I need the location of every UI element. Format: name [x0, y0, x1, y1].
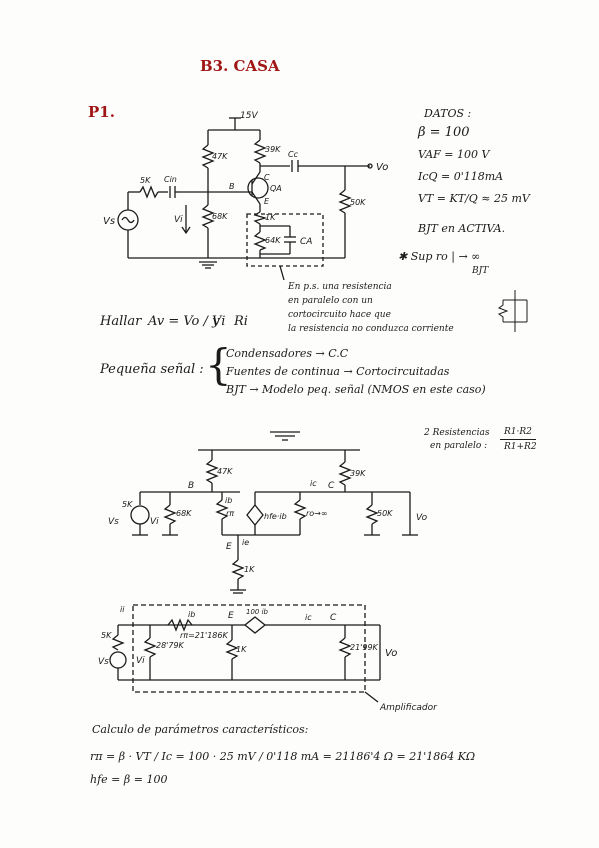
c2-r47k-label: 47K	[217, 467, 233, 476]
icq-value: IcQ = 0'118mA	[418, 170, 504, 183]
vaf-value: VAF = 100 V	[418, 148, 490, 161]
note-line-1: En p.s. una resistencia	[288, 282, 392, 292]
parallel-fraction-bar	[500, 439, 536, 440]
small-signal-item-2: Fuentes de continua → Cortocircuitadas	[226, 365, 450, 378]
small-signal-label: Pequeña señal :	[100, 362, 204, 377]
small-signal-item-3: BJT → Modelo peq. señal (NMOS en este ca…	[226, 383, 486, 396]
c2-r39k-label: 39K	[350, 469, 366, 478]
c3-collector-label: C	[330, 613, 337, 623]
ro-assumption-sub: BJT	[472, 266, 489, 276]
beta-value: β = 100	[418, 125, 470, 140]
parallel-formula-den: R1+R2	[504, 442, 537, 452]
ri-label: Ri	[234, 314, 248, 329]
note-line-4: la resistencia no conduzca corriente	[288, 324, 454, 334]
c2-r5k-label: 5K	[122, 500, 133, 509]
parallel-formula-num: R1·R2	[504, 427, 532, 437]
r47k-label: 47K	[212, 152, 228, 161]
parallel-label-1: 2 Resistencias	[424, 428, 490, 438]
c2-ic-label: ic	[310, 479, 317, 488]
vs-label: Vs	[103, 216, 115, 227]
c2-vi-label: Vi	[150, 517, 159, 527]
c3-source-label: 100 ib	[246, 608, 269, 616]
vi-label: Vi	[174, 215, 183, 225]
rpi-calculation: rπ = β · VT / Ic = 100 · 25 mV / 0'118 m…	[90, 750, 476, 763]
hallar-label: Hallar	[100, 314, 142, 329]
page-title: B3. CASA	[200, 57, 280, 75]
datos-heading: DATOS :	[424, 107, 472, 120]
c3-ic-label: ic	[305, 613, 312, 622]
problem-number: P1.	[88, 103, 115, 121]
hfe-calculation: hfe = β = 100	[90, 773, 168, 786]
hallar-y: y	[212, 314, 220, 329]
collector-label: C	[264, 173, 270, 182]
c2-r50k-label: 50K	[377, 509, 393, 518]
c2-source-label: hfe·ib	[264, 512, 287, 521]
ca-label: CA	[300, 237, 312, 247]
c3-rc-label: 21'99K	[350, 643, 379, 652]
calc-heading: Calculo de parámetros característicos:	[92, 723, 309, 736]
c3-emitter-label: E	[228, 611, 234, 621]
c3-rpi-label: rπ=21'186K	[180, 631, 228, 640]
c2-rpi-label: rπ	[226, 509, 234, 518]
bjt-region: BJT en ACTIVA.	[418, 222, 506, 235]
base-label: B	[229, 182, 235, 191]
vcc-label: 15V	[240, 111, 258, 121]
note-line-2: en paralelo con un	[288, 296, 373, 306]
r5k-label: 5K	[140, 176, 151, 185]
qa-label: QA	[270, 184, 282, 193]
curly-brace: {	[205, 340, 232, 389]
cc-label: Cc	[288, 150, 299, 159]
note-line-3: cortocircuito hace que	[288, 310, 391, 320]
small-signal-item-1: Condensadores → C.C	[226, 347, 349, 360]
c3-vi-label: Vi	[136, 656, 145, 666]
c2-base-label: B	[188, 481, 194, 491]
c3-ii-label: ii	[120, 605, 125, 614]
ro-assumption: ✱ Sup ro | → ∞	[398, 250, 481, 263]
c2-r1k-label: 1K	[244, 565, 255, 574]
r68k-label: 68K	[212, 212, 228, 221]
c2-emitter-label: E	[226, 542, 232, 552]
emitter-label: E	[264, 197, 270, 206]
c2-vs-label: Vs	[108, 517, 119, 527]
r1k-label: 1K	[265, 213, 276, 222]
c2-collector-label: C	[328, 481, 335, 491]
c3-r5k-label: 5K	[101, 631, 112, 640]
c3-vo-label: Vo	[385, 648, 397, 659]
c2-r68k-label: 68K	[176, 509, 192, 518]
c2-vo-label: Vo	[416, 513, 428, 523]
c2-ro-label: ro→∞	[306, 509, 328, 518]
r64k-label: 64K	[265, 236, 281, 245]
c2-ib-label: ib	[225, 496, 232, 505]
av-formula: Av = Vo / Vi	[148, 314, 226, 329]
c3-rb-label: 28'79K	[156, 641, 185, 650]
parallel-label-2: en paralelo :	[430, 441, 488, 451]
c3-ib-label: ib	[188, 610, 195, 619]
vo-label: Vo	[376, 162, 388, 173]
r39k-label: 39K	[265, 145, 281, 154]
vt-value: VT = KT/Q ≈ 25 mV	[418, 192, 530, 205]
cin-label: Cin	[164, 175, 177, 184]
c3-r1k-label: 1K	[236, 645, 247, 654]
r50k-label: 50K	[350, 198, 366, 207]
amplifier-label: Amplificador	[379, 703, 438, 713]
c3-vs-label: Vs	[98, 657, 109, 667]
c2-ie-label: ie	[242, 538, 249, 547]
